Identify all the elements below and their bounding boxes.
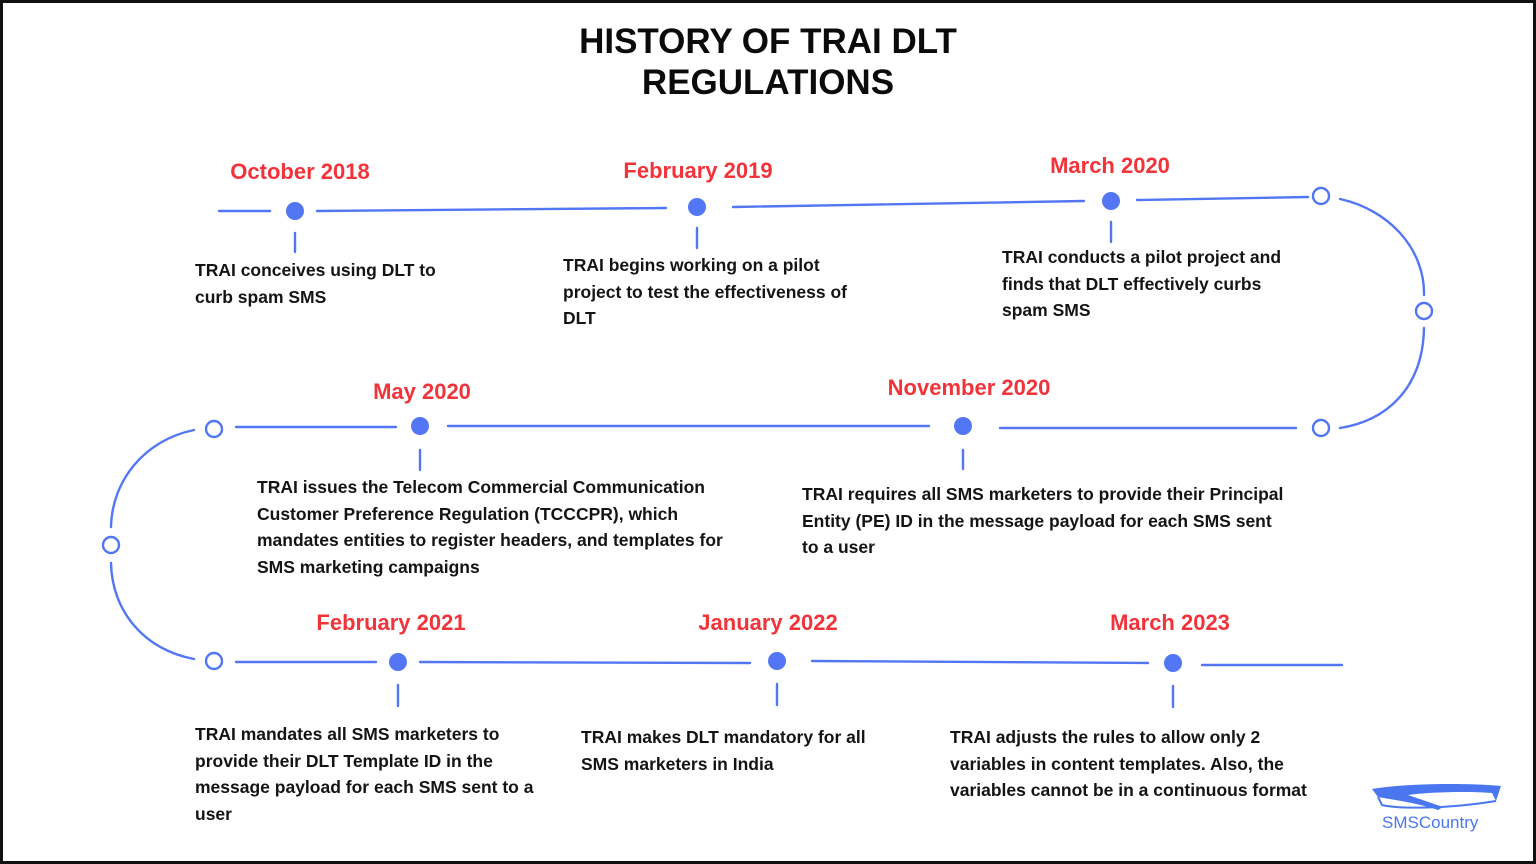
event-date-jan-2022: January 2022: [698, 610, 838, 635]
milestone-dot: [411, 417, 429, 435]
title-line-2: REGULATIONS: [641, 63, 895, 102]
event-date-feb-2021: February 2021: [316, 610, 466, 635]
milestone-dot: [688, 198, 706, 216]
event-date-may-2020: May 2020: [373, 379, 471, 404]
logo-text: SMSCountry: [1382, 813, 1479, 832]
event-description-oct-2018: TRAI conceives using DLT to curb spam SM…: [195, 260, 436, 307]
smscountry-logo: SMSCountry: [1368, 783, 1508, 839]
title-line-1: HISTORY OF TRAI DLT: [579, 22, 957, 61]
event-date-mar-2020: March 2020: [1050, 153, 1170, 178]
page-title: HISTORY OF TRAI DLT REGULATIONS: [3, 21, 1533, 103]
event-description-feb-2021: TRAI mandates all SMS marketers to provi…: [195, 724, 534, 824]
event-date-nov-2020: November 2020: [887, 375, 1051, 400]
event-description-mar-2020: TRAI conducts a pilot project and finds …: [1002, 247, 1282, 320]
event-description-mar-2023: TRAI adjusts the rules to allow only 2 v…: [950, 727, 1307, 800]
milestone-dot: [954, 417, 972, 435]
event-description-nov-2020: TRAI requires all SMS marketers to provi…: [802, 484, 1284, 557]
milestone-dot: [286, 202, 304, 220]
event-date-oct-2018: October 2018: [230, 159, 370, 184]
logo-swoosh-icon: [1372, 784, 1501, 810]
event-description-may-2020: TRAI issues the Telecom Commercial Commu…: [257, 477, 723, 577]
milestone-dot: [1164, 654, 1182, 672]
event-description-feb-2019: TRAI begins working on a pilot project t…: [563, 255, 847, 328]
event-date-feb-2019: February 2019: [623, 158, 773, 183]
event-date-mar-2023: March 2023: [1110, 610, 1230, 635]
milestone-dot: [1102, 192, 1120, 210]
milestone-dot: [389, 653, 407, 671]
milestone-dot: [768, 652, 786, 670]
event-description-jan-2022: TRAI makes DLT mandatory for all SMS mar…: [581, 727, 866, 774]
